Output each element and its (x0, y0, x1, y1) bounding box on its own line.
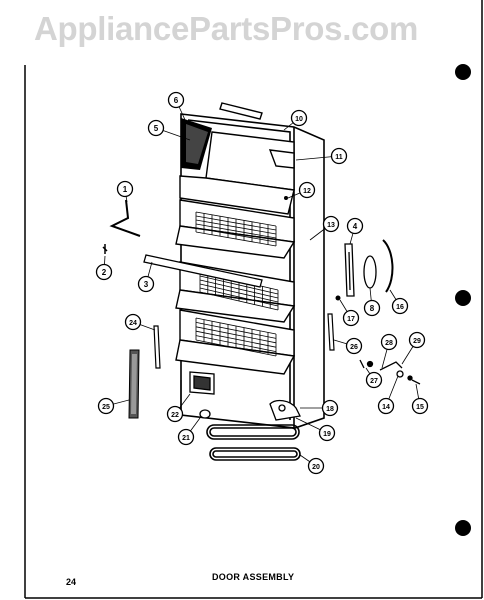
svg-text:17: 17 (347, 316, 355, 323)
diagram-title: DOOR ASSEMBLY (212, 572, 295, 582)
callout-12: 12 (298, 181, 316, 199)
callout-18: 18 (321, 399, 339, 417)
part-handle-curved (382, 239, 394, 293)
part-foot (199, 409, 211, 419)
part-hardware (359, 359, 421, 385)
binder-hole (455, 64, 471, 80)
callout-27: 27 (365, 371, 383, 389)
callout-22: 22 (166, 405, 184, 423)
callout-16: 16 (391, 297, 409, 315)
callout-5: 5 (147, 119, 165, 137)
grille-bar (199, 291, 279, 311)
binder-hole (455, 290, 471, 306)
grille-bar (195, 211, 277, 227)
callout-1: 1 (116, 180, 134, 198)
top-bin (179, 131, 295, 215)
grille-bar (195, 231, 277, 247)
svg-text:24: 24 (129, 320, 137, 327)
grille-bar (195, 215, 277, 231)
part-lower-hinge (269, 399, 301, 421)
svg-text:21: 21 (182, 435, 190, 442)
callout-3: 3 (137, 275, 155, 293)
svg-text:11: 11 (335, 154, 343, 161)
part-handle (363, 255, 377, 289)
part-hinge-small (327, 313, 335, 351)
callout-28: 28 (380, 333, 398, 351)
grille-bar (195, 219, 277, 235)
part-strip (153, 325, 161, 369)
part-plug (335, 295, 341, 301)
callout-6: 6 (167, 91, 185, 109)
svg-text:26: 26 (350, 344, 358, 351)
svg-text:10: 10 (295, 116, 303, 123)
grille-bar (195, 317, 277, 335)
watermark-logo: AppliancePartsPros.com (34, 10, 419, 47)
grille-bar (195, 339, 277, 357)
svg-text:1: 1 (123, 185, 128, 194)
part-door-gasket (206, 424, 301, 461)
svg-text:27: 27 (370, 378, 378, 385)
part-hinge (344, 243, 355, 297)
svg-text:22: 22 (171, 412, 179, 419)
callout-21: 21 (177, 428, 195, 446)
grille-bar (199, 275, 279, 295)
svg-text:28: 28 (385, 340, 393, 347)
svg-text:19: 19 (323, 431, 331, 438)
door-corner-cap (181, 118, 212, 170)
svg-text:12: 12 (303, 188, 311, 195)
top-trim-strip (219, 102, 263, 120)
page-number: 24 (66, 577, 77, 587)
svg-text:20: 20 (312, 464, 320, 471)
callout-17: 17 (342, 309, 360, 327)
svg-text:18: 18 (326, 406, 334, 413)
svg-text:6: 6 (174, 96, 179, 105)
part-screw (102, 244, 108, 254)
grille-bar (195, 335, 277, 352)
callout-2: 2 (95, 263, 113, 281)
svg-text:15: 15 (416, 404, 424, 411)
callout-4: 4 (346, 217, 364, 235)
grille-bar (195, 330, 277, 348)
svg-text:25: 25 (102, 404, 110, 411)
callout-14: 14 (377, 397, 395, 415)
grille-bar (195, 227, 277, 243)
grille-bar (195, 223, 277, 239)
callout-20: 20 (307, 457, 325, 475)
binder-hole (455, 520, 471, 536)
callout-25: 25 (97, 397, 115, 415)
svg-text:13: 13 (327, 222, 335, 229)
svg-text:4: 4 (353, 222, 358, 231)
grille-bar (199, 287, 279, 307)
svg-text:2: 2 (102, 268, 107, 277)
grille-bar (199, 279, 279, 299)
callout-24: 24 (124, 313, 142, 331)
svg-text:14: 14 (382, 404, 390, 411)
grille-bar (195, 322, 277, 339)
callout-15: 15 (411, 397, 429, 415)
shelf-bar (143, 254, 263, 288)
part-gasket-strip (128, 349, 140, 419)
callout-13: 13 (322, 215, 340, 233)
svg-text:3: 3 (144, 280, 149, 289)
callout-19: 19 (318, 424, 336, 442)
svg-text:8: 8 (370, 304, 375, 313)
callout-26: 26 (345, 337, 363, 355)
callout-10: 10 (290, 109, 308, 127)
callout-29: 29 (408, 331, 426, 349)
part-bracket (109, 199, 141, 237)
part-plug (284, 196, 288, 200)
svg-text:29: 29 (413, 338, 421, 345)
grille-bar (199, 283, 279, 303)
callout-11: 11 (330, 147, 348, 165)
grille-bar (195, 326, 277, 344)
svg-text:16: 16 (396, 304, 404, 311)
svg-text:5: 5 (154, 124, 159, 133)
callout-8: 8 (363, 299, 381, 317)
